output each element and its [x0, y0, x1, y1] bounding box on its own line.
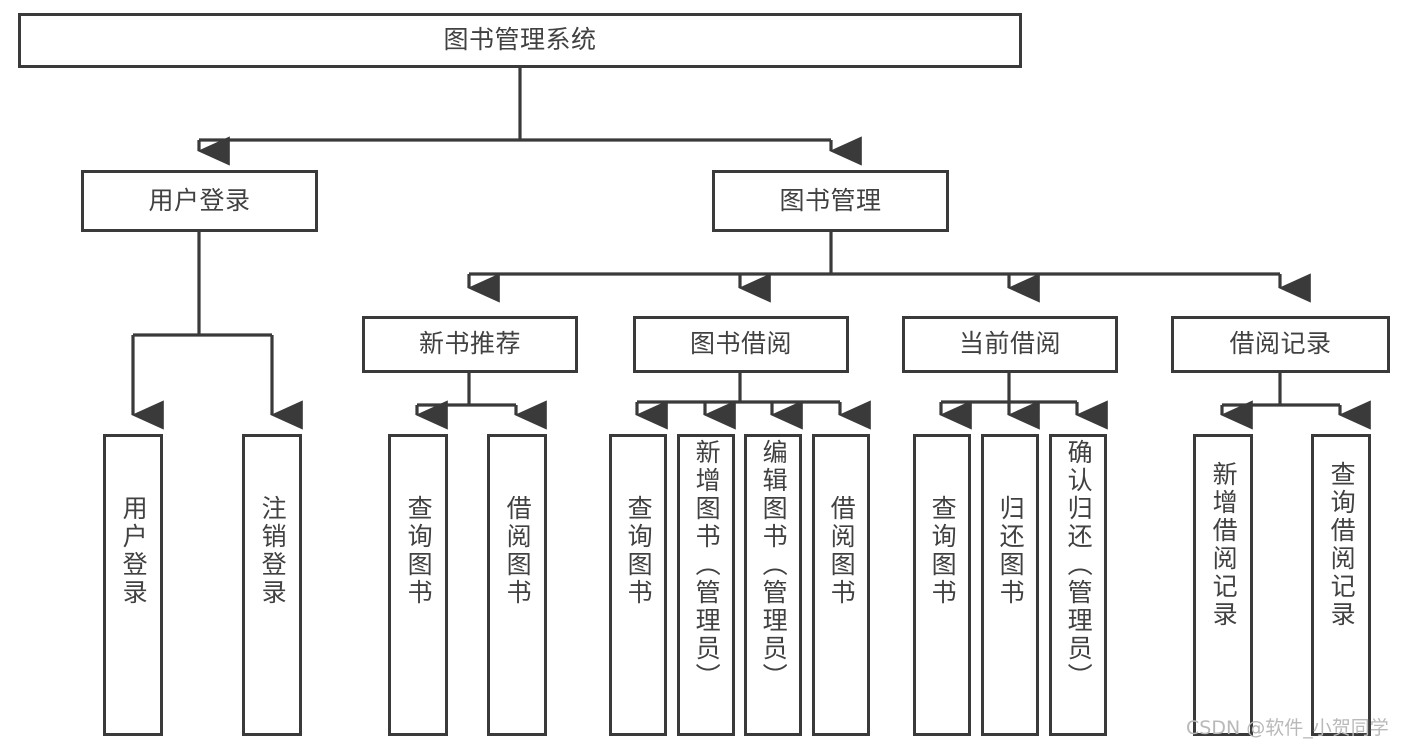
node-leaf-confirm-return[interactable]: 确认归还（管理员）	[1049, 434, 1107, 736]
node-leaf-query-book-3[interactable]: 查询图书	[913, 434, 971, 736]
node-leaf-query-book-3-label: 查询图书	[928, 495, 958, 607]
node-leaf-user-login[interactable]: 用户登录	[103, 434, 163, 736]
node-book-management-label: 图书管理	[779, 185, 882, 215]
node-leaf-query-book-2-label: 查询图书	[624, 495, 654, 607]
node-borrow-record-label: 借阅记录	[1229, 329, 1332, 359]
node-leaf-add-book-label: 新增图书（管理员）	[692, 439, 722, 691]
node-leaf-borrow-book-2-label: 借阅图书	[827, 495, 857, 607]
node-leaf-confirm-return-label: 确认归还（管理员）	[1064, 439, 1094, 691]
node-leaf-query-book-1-label: 查询图书	[404, 495, 434, 607]
node-leaf-query-record-label: 查询借阅记录	[1327, 461, 1357, 629]
node-user-login[interactable]: 用户登录	[81, 170, 318, 232]
node-leaf-add-book[interactable]: 新增图书（管理员）	[677, 434, 735, 736]
node-root-label: 图书管理系统	[443, 25, 597, 55]
node-leaf-return-book-label: 归还图书	[996, 495, 1026, 607]
node-leaf-query-record[interactable]: 查询借阅记录	[1311, 434, 1371, 736]
node-book-management[interactable]: 图书管理	[712, 170, 949, 232]
node-leaf-edit-book[interactable]: 编辑图书（管理员）	[744, 434, 802, 736]
node-leaf-query-book-1[interactable]: 查询图书	[388, 434, 448, 736]
node-leaf-borrow-book-1[interactable]: 借阅图书	[487, 434, 547, 736]
node-leaf-add-record[interactable]: 新增借阅记录	[1193, 434, 1253, 736]
node-user-login-label: 用户登录	[148, 185, 251, 215]
node-leaf-add-record-label: 新增借阅记录	[1209, 461, 1239, 629]
csdn-watermark: CSDN @软件_小贺同学	[1186, 717, 1389, 739]
node-leaf-return-book[interactable]: 归还图书	[981, 434, 1039, 736]
node-current-borrow[interactable]: 当前借阅	[902, 316, 1118, 373]
node-leaf-borrow-book-1-label: 借阅图书	[503, 495, 533, 607]
node-current-borrow-label: 当前借阅	[958, 329, 1061, 359]
node-book-borrow[interactable]: 图书借阅	[633, 316, 849, 373]
node-book-borrow-label: 图书借阅	[689, 329, 792, 359]
node-borrow-record[interactable]: 借阅记录	[1171, 316, 1390, 373]
node-leaf-borrow-book-2[interactable]: 借阅图书	[812, 434, 870, 736]
node-leaf-edit-book-label: 编辑图书（管理员）	[759, 439, 789, 691]
node-leaf-logout-login-label: 注销登录	[258, 495, 288, 607]
node-root[interactable]: 图书管理系统	[18, 13, 1022, 68]
node-leaf-query-book-2[interactable]: 查询图书	[609, 434, 667, 736]
node-new-book-recommend[interactable]: 新书推荐	[362, 316, 578, 373]
node-leaf-user-login-label: 用户登录	[119, 495, 149, 607]
node-new-book-recommend-label: 新书推荐	[418, 329, 521, 359]
node-leaf-logout-login[interactable]: 注销登录	[242, 434, 302, 736]
